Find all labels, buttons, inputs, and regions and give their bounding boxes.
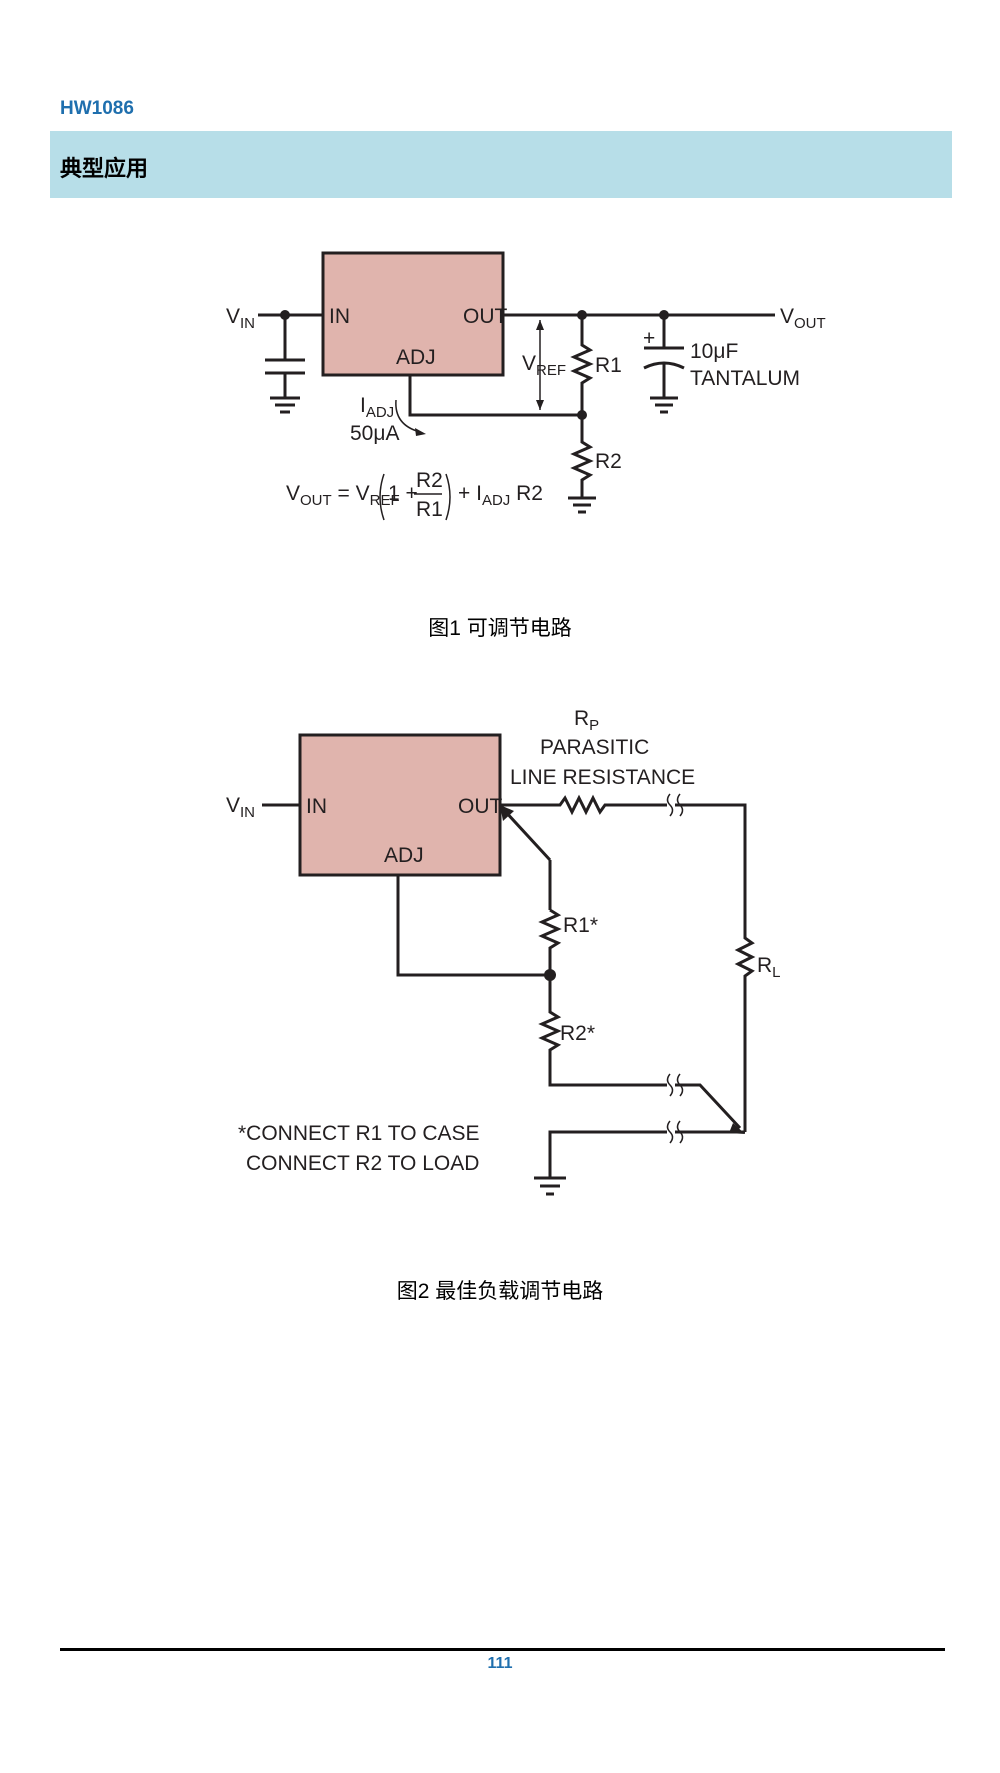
r2-label: R2* [560,1022,595,1045]
rl-label: RL [757,954,781,981]
note-line-1: *CONNECT R1 TO CASE [238,1122,480,1145]
svg-text:+ IADJ R2: + IADJ R2 [458,482,543,509]
regulator-ic-body [321,251,505,377]
svg-text:R2: R2 [416,469,443,492]
note-line-2: CONNECT R2 TO LOAD [246,1152,479,1175]
vout-formula: VOUT = VREF 1 + R2 R1 + IADJ R2 [286,469,543,521]
svg-text:VOUT = VREF: VOUT = VREF [286,482,400,509]
rp-description-1: PARASITIC [540,736,649,759]
rp-description-2: LINE RESISTANCE [510,766,695,789]
figure-1-adjustable-circuit: VIN IN OUT ADJ VOUT R1 R2 VREF + 10μF TA… [226,251,826,521]
in-pin-label: IN [306,795,327,818]
resistor-r1 [570,315,594,415]
vref-label: VREF [522,352,566,379]
out-pin-label: OUT [458,795,503,818]
page-number: 111 [487,1655,513,1672]
cap-value-label: 10μF [690,340,738,363]
regulator-ic-body [298,733,502,877]
adj-pin-label: ADJ [396,346,436,369]
vin-label: VIN [226,794,255,821]
iadj-value-label: 50μA [350,422,399,445]
adj-pin-label: ADJ [384,844,424,867]
r1-label: R1* [563,914,598,937]
section-title: 典型应用 [60,156,149,181]
figure-1-caption: 图1 可调节电路 [428,617,572,640]
cap-type-label: TANTALUM [690,367,800,390]
resistor-rp [500,794,756,1132]
resistor-r1 [538,908,562,975]
vout-label: VOUT [780,305,826,332]
cap-polarity-label: + [643,327,655,350]
iadj-label: IADJ [360,394,394,421]
section-header-bar: 典型应用 [50,131,952,198]
svg-text:R1: R1 [416,498,443,521]
figure-2-caption: 图2 最佳负载调节电路 [396,1280,604,1303]
r2-label: R2 [595,450,622,473]
vin-label: VIN [226,305,255,332]
out-pin-label: OUT [463,305,508,328]
in-pin-label: IN [329,305,350,328]
rp-label: RP [574,707,599,734]
figure-2-load-regulation-circuit: VIN IN OUT ADJ RP PARASITIC LINE RESISTA… [226,707,781,1196]
resistor-r2 [568,415,596,514]
resistor-r2 [538,975,742,1130]
footer-divider [60,1648,945,1651]
document-id: HW1086 [60,98,134,119]
r1-label: R1 [595,354,622,377]
svg-text:1 +: 1 + [388,482,418,505]
